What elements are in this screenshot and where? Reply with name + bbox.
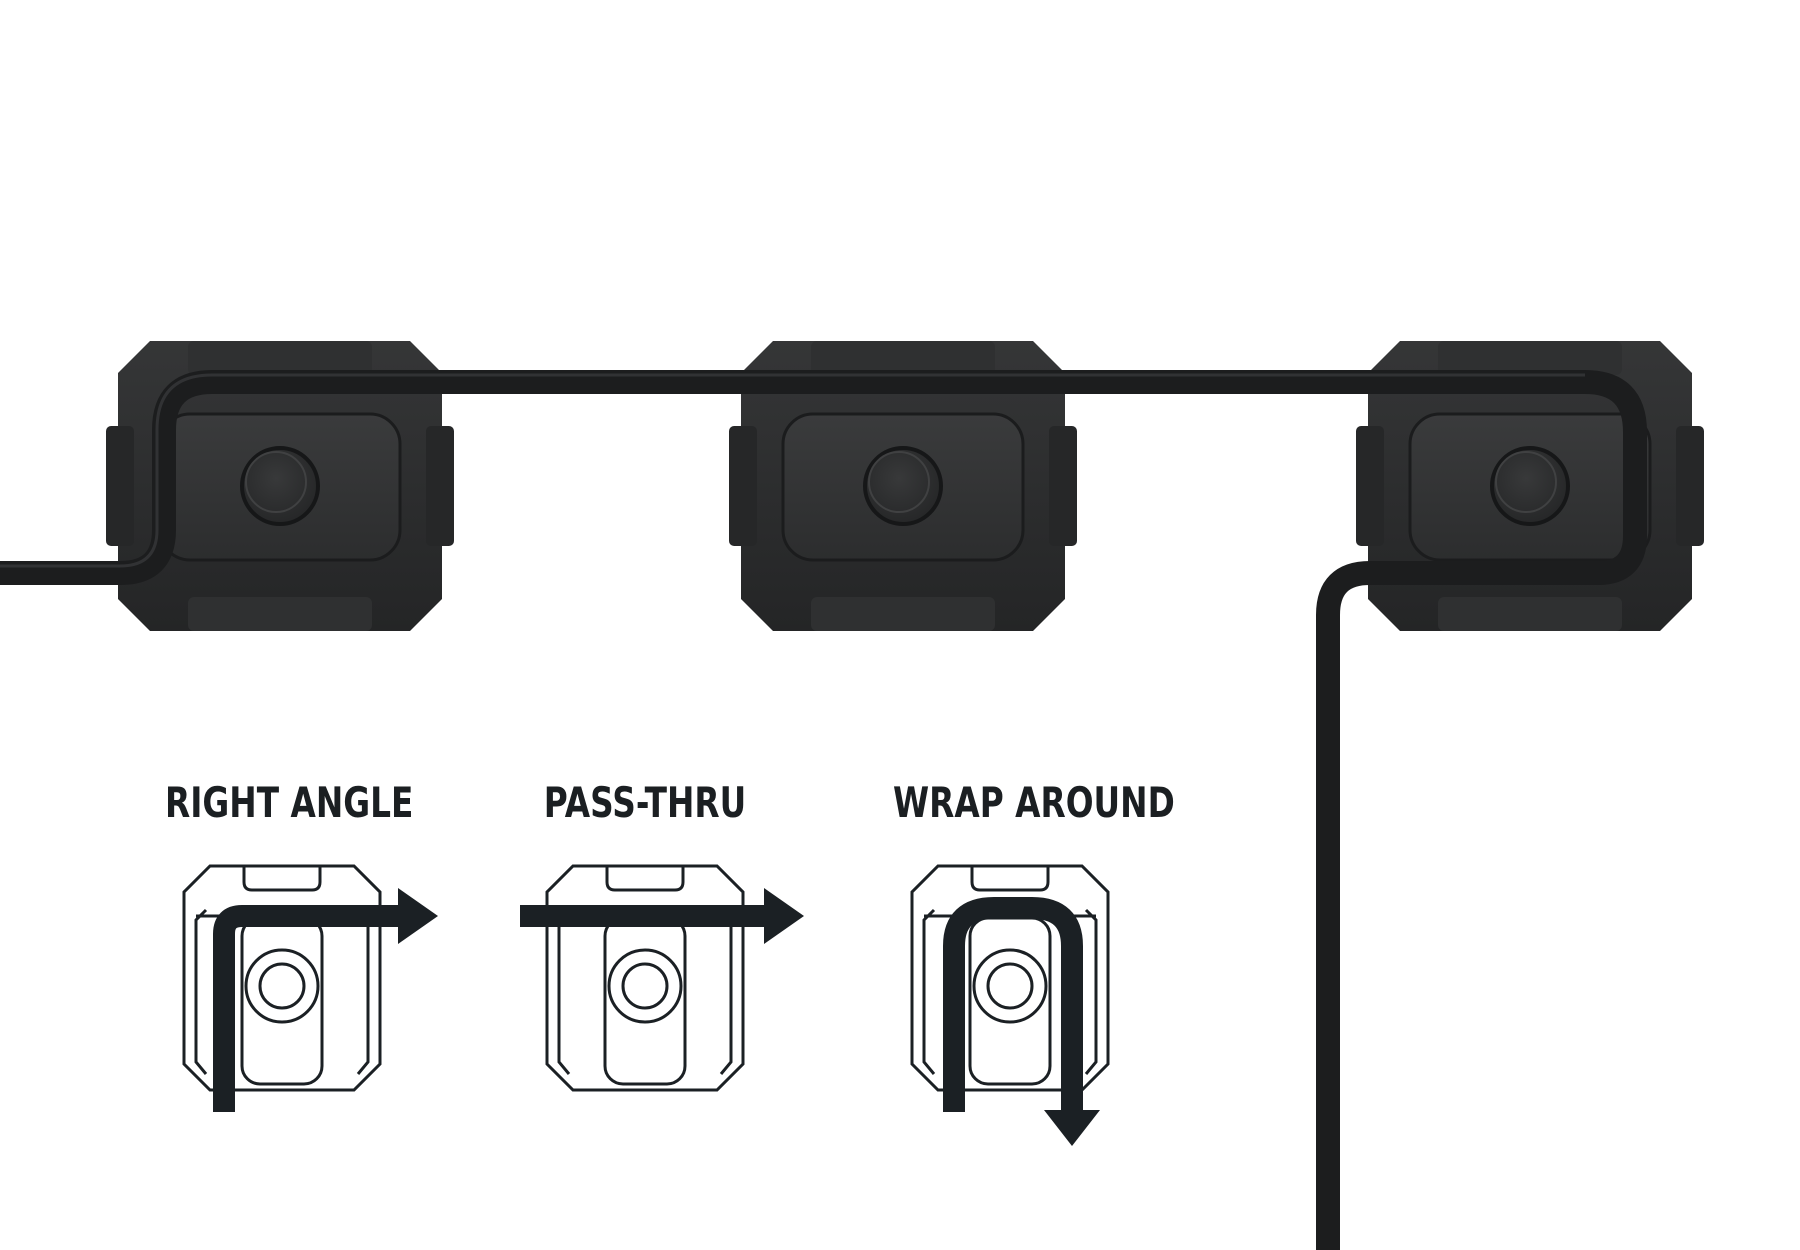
diagram-pass-thru [520,864,804,1092]
pass-thru-arrow-head [764,888,804,944]
wrap-around-arrow-path [943,897,1083,1116]
diagram-right-angle [182,864,438,1112]
right-angle-arrow-head [398,888,438,944]
diagram-wrap-around [910,864,1110,1146]
wrap-around-arrow-head [1044,1110,1100,1146]
label-right-angle: RIGHT ANGLE [165,778,414,827]
label-wrap-around: WRAP AROUND [893,778,1175,827]
right-angle-arrow-path [213,905,404,1112]
label-pass-thru: PASS-THRU [543,778,747,827]
cable [0,370,1647,1250]
